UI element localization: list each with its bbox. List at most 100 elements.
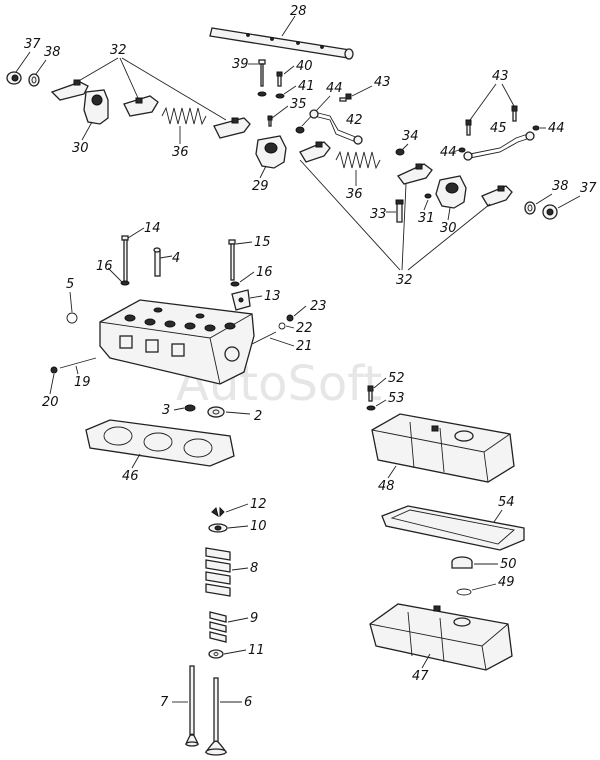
stud-4: [153, 247, 161, 277]
washer-right: [524, 201, 536, 215]
label-41: 41: [298, 79, 315, 94]
head-gasket: [85, 419, 235, 467]
nut-31: [424, 193, 432, 199]
stud-21: [251, 331, 277, 345]
inner-spring-9: [209, 611, 227, 643]
label-37-right: 37: [580, 181, 597, 196]
plug-23: [286, 314, 294, 322]
spring-seat-11: [208, 649, 224, 659]
seal-44-center: [295, 126, 305, 134]
label-37-left: 37: [24, 37, 41, 52]
adjust-screw-33: [395, 199, 404, 223]
label-16-left: 16: [96, 259, 113, 274]
label-43-center: 43: [374, 75, 391, 90]
label-13: 13: [264, 289, 281, 304]
label-16-right: 16: [256, 265, 273, 280]
label-38-right: 38: [552, 179, 569, 194]
label-32-top: 32: [110, 43, 127, 58]
spring-36-left: [161, 106, 207, 126]
label-30-left: 30: [72, 141, 89, 156]
label-47: 47: [412, 669, 429, 684]
oring-5: [66, 312, 78, 324]
filler-cap-50: [451, 556, 473, 569]
washer-left: [28, 73, 40, 87]
label-12: 12: [250, 497, 267, 512]
label-43-right: 43: [492, 69, 509, 84]
label-14: 14: [144, 221, 161, 236]
label-53: 53: [388, 391, 405, 406]
seal-3: [184, 404, 196, 412]
label-49: 49: [498, 575, 515, 590]
valve-keeper-12: [211, 506, 225, 518]
label-52: 52: [388, 371, 405, 386]
rocker-arm-1: [50, 79, 89, 101]
label-29: 29: [252, 179, 269, 194]
label-50: 50: [500, 557, 517, 572]
label-48: 48: [378, 479, 395, 494]
rocker-arm-3: [213, 117, 251, 139]
oil-pipe-42: [309, 109, 363, 145]
label-36-left: 36: [172, 145, 189, 160]
washer-16-right: [230, 281, 240, 287]
cylinder-head: [99, 299, 255, 385]
exhaust-valve-6: [204, 677, 228, 756]
label-45: 45: [490, 121, 507, 136]
head-bolt-14: [121, 235, 129, 283]
label-34: 34: [402, 129, 419, 144]
label-6: 6: [244, 695, 252, 710]
rocker-shaft: [209, 27, 354, 60]
label-40: 40: [296, 59, 313, 74]
rocker-bracket-center: [255, 135, 287, 169]
label-44-center: 44: [326, 81, 343, 96]
cover-gasket: [381, 505, 525, 551]
label-10: 10: [250, 519, 267, 534]
rocker-arm-6: [481, 185, 513, 207]
label-8: 8: [250, 561, 258, 576]
rocker-bracket-right: [435, 175, 467, 209]
end-plug-right: [542, 204, 558, 220]
label-32-bottom: 32: [396, 273, 413, 288]
bracket-13: [231, 289, 251, 311]
label-31: 31: [418, 211, 435, 226]
label-42: 42: [346, 113, 363, 128]
washer-53: [366, 405, 376, 411]
end-plug-left: [6, 71, 22, 85]
rocker-bracket-left: [83, 89, 109, 125]
label-4: 4: [172, 251, 180, 266]
label-5: 5: [66, 277, 74, 292]
label-9: 9: [250, 611, 258, 626]
label-23: 23: [310, 299, 327, 314]
label-15: 15: [254, 235, 271, 250]
washer-2: [207, 406, 225, 418]
label-36-right: 36: [346, 187, 363, 202]
label-46: 46: [122, 469, 139, 484]
label-2: 2: [254, 409, 262, 424]
label-20: 20: [42, 395, 59, 410]
label-35: 35: [290, 97, 307, 112]
screw-40: [276, 71, 283, 87]
oil-pipe-45: [463, 131, 535, 161]
screw-35: [267, 115, 273, 127]
label-7: 7: [160, 695, 169, 710]
label-38-left: 38: [44, 45, 61, 60]
bolt-39: [257, 59, 267, 97]
label-11: 11: [248, 643, 265, 658]
washer-41: [275, 93, 285, 99]
valve-cover-upper: [371, 413, 515, 483]
spring-retainer-10: [208, 523, 228, 533]
label-54: 54: [498, 495, 515, 510]
washer-16-left: [120, 280, 130, 286]
rocker-arm-4: [299, 141, 331, 163]
cap-34: [395, 148, 405, 156]
valve-cover-lower: [369, 603, 513, 671]
rocker-arm-5: [396, 163, 433, 185]
head-bolt-15: [228, 239, 236, 281]
spring-36-right: [335, 150, 381, 170]
label-3: 3: [162, 403, 170, 418]
label-44-right-pipe: 44: [548, 121, 565, 136]
label-30-right: 30: [440, 221, 457, 236]
stud-19: [59, 357, 97, 369]
label-19: 19: [74, 375, 91, 390]
